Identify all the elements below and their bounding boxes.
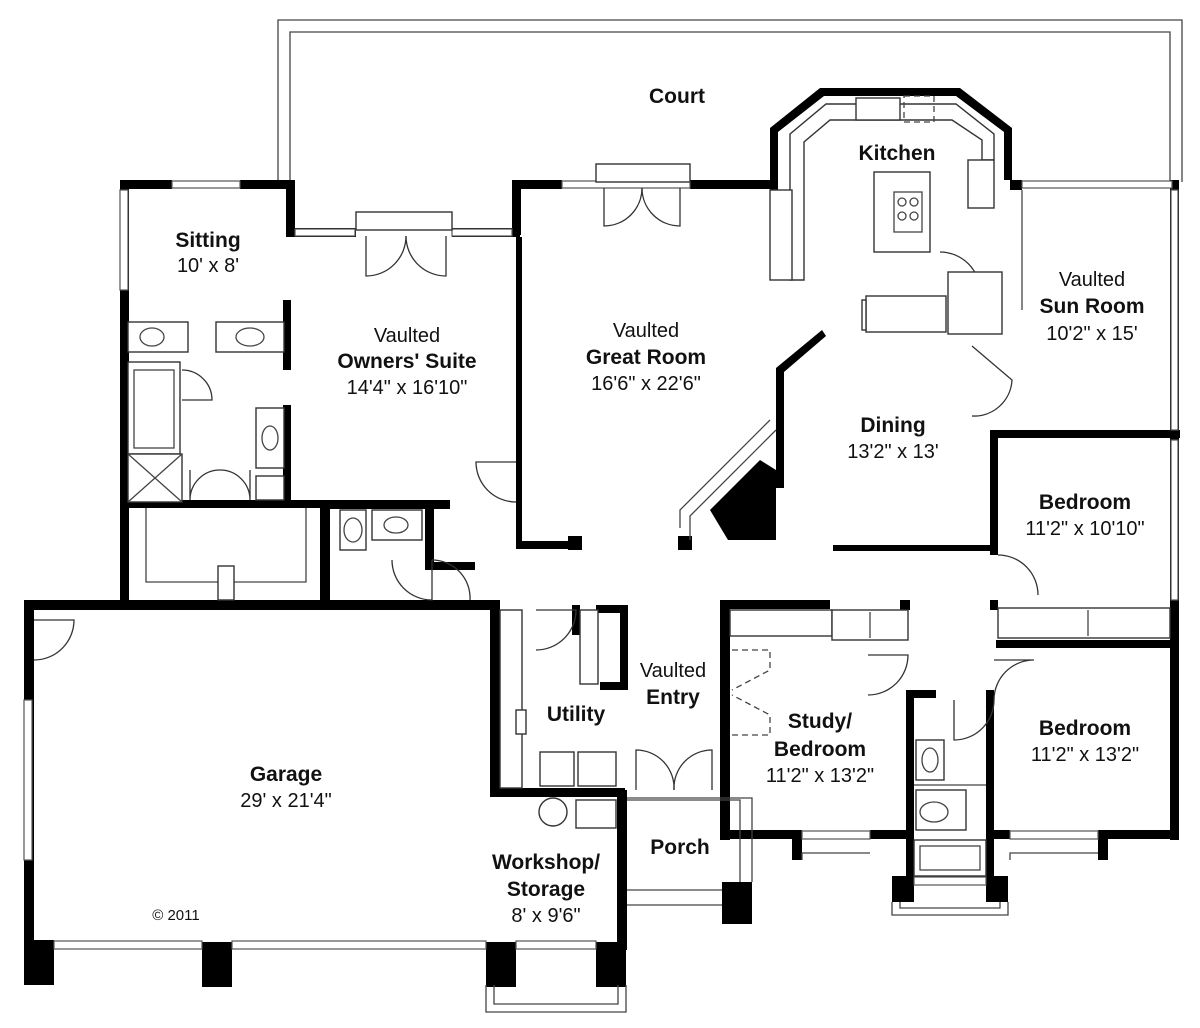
- workshop-dims: 8' x 9'6": [511, 905, 580, 927]
- bedroom-2-label: Bedroom: [1039, 717, 1131, 740]
- study-dims: 11'2" x 13'2": [766, 765, 874, 787]
- owners-suite-label: Owners' Suite: [337, 350, 476, 373]
- walls: [24, 88, 1180, 987]
- closet-doors: [731, 649, 771, 736]
- sun-room-dims: 10'2" x 15': [1046, 323, 1137, 345]
- study-label-line1: Study/: [788, 710, 852, 733]
- great-room-label: Great Room: [586, 346, 706, 369]
- porch-label: Porch: [650, 836, 710, 859]
- sun-room-label: Sun Room: [1040, 295, 1145, 318]
- study-label-line2: Bedroom: [774, 738, 866, 761]
- doors: [33, 163, 1039, 791]
- court-label: Court: [649, 85, 705, 108]
- garage-label: Garage: [250, 763, 322, 786]
- windows: [23, 180, 1179, 950]
- great-room-dims: 16'6" x 22'6": [591, 373, 701, 395]
- dining-label: Dining: [860, 414, 925, 437]
- workshop-label-line1: Workshop/: [492, 851, 600, 874]
- bedroom-1-dims: 11'2" x 10'10": [1025, 518, 1144, 540]
- utility-label: Utility: [547, 703, 606, 726]
- great-room-vaulted-label: Vaulted: [613, 320, 679, 342]
- copyright-text: © 2011: [152, 907, 199, 924]
- court-outline: [277, 19, 1183, 182]
- sun-room-vaulted-label: Vaulted: [1059, 269, 1125, 291]
- room-labels: Court Kitchen Vaulted Sun Room 10'2" x 1…: [152, 85, 1144, 927]
- bay-outlines: [485, 797, 1098, 1013]
- bedroom-1-label: Bedroom: [1039, 491, 1131, 514]
- owners-suite-vaulted-label: Vaulted: [374, 325, 440, 347]
- kitchen-label: Kitchen: [858, 142, 935, 165]
- owners-suite-dims: 14'4" x 16'10": [347, 377, 468, 399]
- garage-dims: 29' x 21'4": [240, 790, 331, 812]
- sitting-dims: 10' x 8': [177, 255, 239, 277]
- workshop-label-line2: Storage: [507, 878, 585, 901]
- entry-vaulted-label: Vaulted: [640, 660, 706, 682]
- bedroom-2-dims: 11'2" x 13'2": [1031, 744, 1139, 766]
- sitting-label: Sitting: [175, 229, 240, 252]
- fixtures: [127, 95, 1171, 877]
- dining-dims: 13'2" x 13': [847, 441, 938, 463]
- entry-label: Entry: [646, 686, 700, 709]
